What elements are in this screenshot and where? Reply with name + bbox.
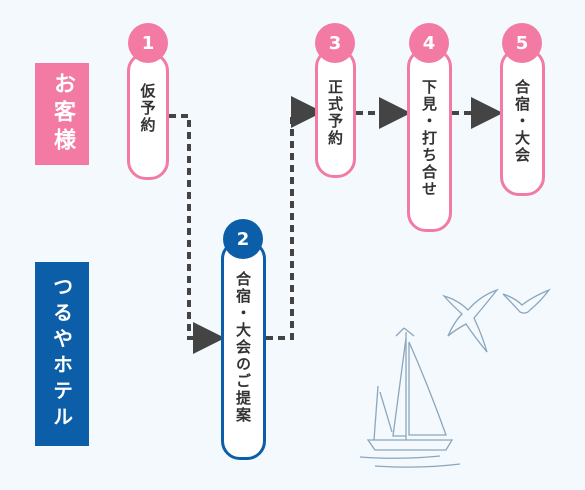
step-5-card: 合宿・大会 — [500, 48, 545, 196]
lane-hotel: つるやホテル — [35, 262, 89, 446]
step-1-card: 仮予約 — [127, 52, 169, 180]
lane-hotel-label: つるやホテル — [49, 276, 74, 432]
step-1-badge: 1 — [128, 23, 168, 63]
step-3-card: 正式予約 — [315, 48, 356, 178]
arrow-1-to-2 — [169, 114, 225, 354]
step-2-card: 合宿・大会のご提案 — [221, 240, 266, 460]
step-5-badge: 5 — [502, 23, 542, 63]
step-1-label: 仮予約 — [138, 83, 157, 134]
step-3-badge: 3 — [315, 23, 355, 63]
step-3-label: 正式予約 — [326, 79, 344, 147]
step-4-label: 下見・打ち合せ — [420, 79, 438, 198]
arrow-2-to-3 — [266, 96, 323, 340]
lane-guest-label: お客様 — [50, 72, 75, 156]
sailboat-illustration — [359, 327, 461, 468]
lane-guest: お客様 — [35, 63, 89, 165]
step-4-card: 下見・打ち合せ — [407, 48, 452, 232]
step-2-label: 合宿・大会のご提案 — [234, 271, 252, 424]
step-2-badge: 2 — [223, 219, 263, 259]
seagull-illustration — [442, 288, 551, 353]
step-4-badge: 4 — [409, 23, 449, 63]
step-5-label: 合宿・大会 — [513, 79, 531, 164]
